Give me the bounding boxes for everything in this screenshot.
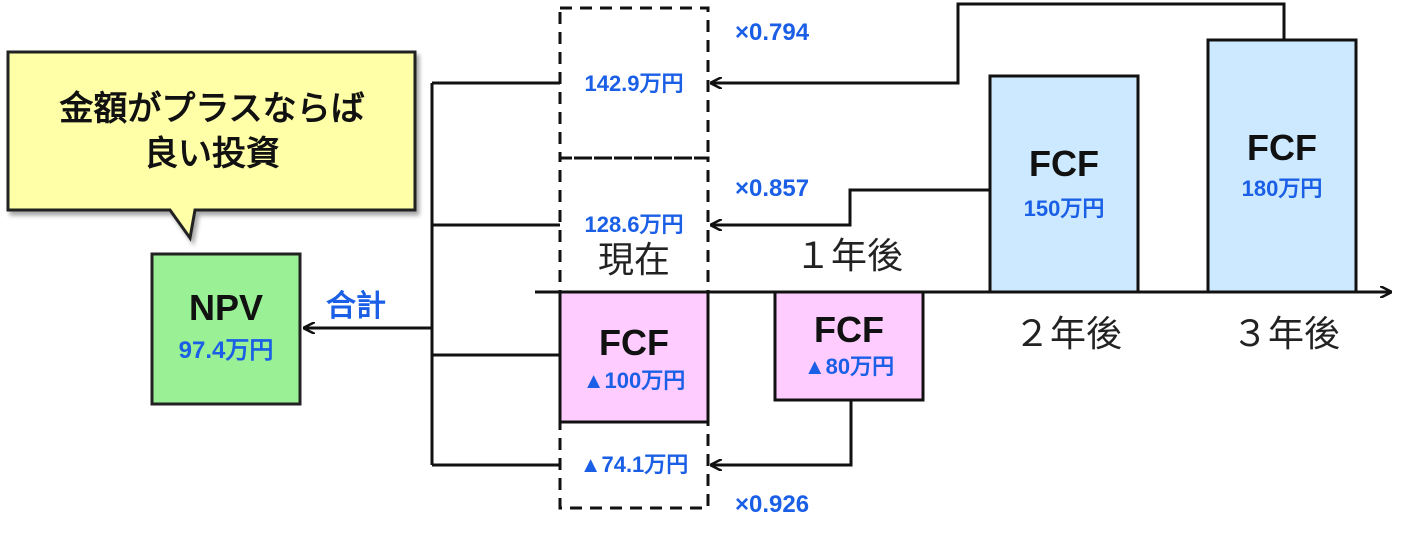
npv-title: NPV — [189, 287, 263, 328]
callout-bubble: 金額がプラスならば 良い投資 — [6, 50, 417, 242]
time-label-now: 現在 — [598, 240, 670, 281]
connector-year1-to-pv1 — [712, 400, 853, 465]
fcf-now-box: FCF ▲100万円 — [558, 290, 710, 424]
fcf-now-value: ▲100万円 — [583, 368, 685, 393]
npv-box-rect — [150, 252, 302, 406]
fcf-year2-value: 150万円 — [1024, 196, 1105, 221]
pv3-dashed-box — [558, 6, 710, 160]
callout-line-2: 良い投資 — [144, 134, 280, 174]
fcf-year1-box: FCF ▲80万円 — [773, 290, 925, 402]
fcf-year3-box: FCF 180万円 — [1206, 38, 1358, 294]
npv-box: NPV 97.4万円 — [150, 252, 302, 406]
fcf-now-rect — [558, 290, 710, 424]
discount-factor-1: ×0.926 — [735, 491, 809, 518]
fcf-year3-rect — [1206, 38, 1358, 294]
pv1-value: ▲74.1万円 — [580, 452, 689, 477]
fcf-now-title: FCF — [599, 322, 669, 363]
time-label-year2: ２年後 — [1014, 314, 1122, 355]
time-label-year3: ３年後 — [1232, 314, 1340, 355]
sum-bracket — [305, 81, 560, 467]
fcf-year1-value: ▲80万円 — [804, 354, 894, 379]
npv-value: 97.4万円 — [179, 337, 274, 364]
callout-line-1: 金額がプラスならば — [58, 89, 364, 129]
pv2-value: 128.6万円 — [584, 212, 683, 237]
callout-shape — [6, 50, 417, 242]
fcf-year3-title: FCF — [1247, 127, 1317, 168]
discount-factor-2: ×0.857 — [735, 175, 809, 202]
discount-connectors — [712, 2, 1286, 465]
pv-dashed-boxes — [558, 6, 710, 510]
connector-year2-to-pv2 — [712, 188, 990, 225]
fcf-year2-title: FCF — [1029, 143, 1099, 184]
fcf-year1-title: FCF — [814, 309, 884, 350]
fcf-year1-rect — [773, 290, 925, 402]
sum-label: 合計 — [326, 289, 386, 324]
fcf-year2-box: FCF 150万円 — [988, 74, 1140, 294]
fcf-year3-value: 180万円 — [1242, 176, 1323, 201]
time-label-year1: １年後 — [795, 236, 903, 277]
pv1-dashed-box — [558, 420, 710, 510]
discount-factor-3: ×0.794 — [735, 19, 810, 46]
pv3-value: 142.9万円 — [584, 71, 683, 96]
connector-year3-to-pv3 — [712, 2, 1286, 83]
fcf-year2-rect — [988, 74, 1140, 294]
